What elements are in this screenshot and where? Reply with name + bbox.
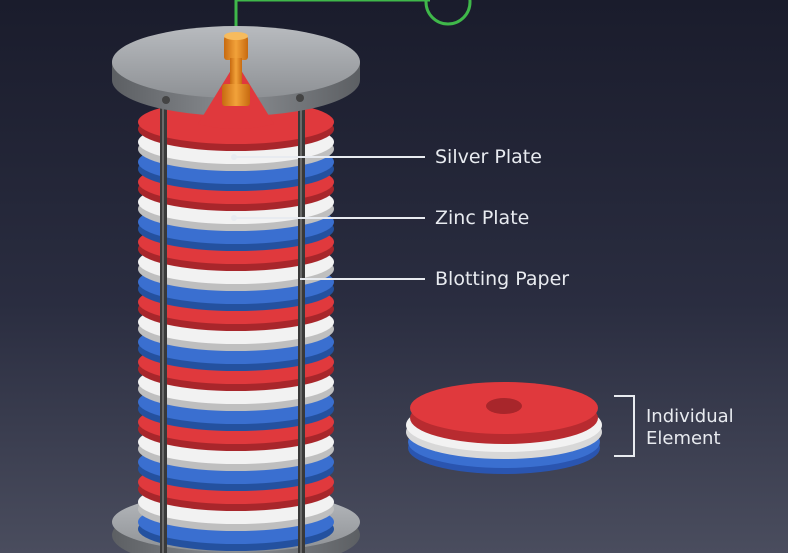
individual-element bbox=[406, 382, 635, 474]
label-zinc-plate: Zinc Plate bbox=[435, 207, 530, 229]
disc-stack bbox=[138, 100, 334, 551]
rods bbox=[160, 100, 305, 553]
label-individual-element-line2: Element bbox=[646, 428, 721, 449]
label-blotting-paper: Blotting Paper bbox=[435, 268, 570, 290]
connector-ring-icon bbox=[424, 0, 472, 26]
label-silver-plate: Silver Plate bbox=[435, 146, 542, 168]
wire bbox=[234, 0, 472, 28]
label-individual-element: Individual Element bbox=[646, 406, 734, 450]
terminal bbox=[222, 32, 250, 106]
leader-lines bbox=[231, 154, 425, 280]
label-individual-element-line1: Individual bbox=[646, 406, 734, 427]
element-bracket bbox=[614, 395, 635, 457]
